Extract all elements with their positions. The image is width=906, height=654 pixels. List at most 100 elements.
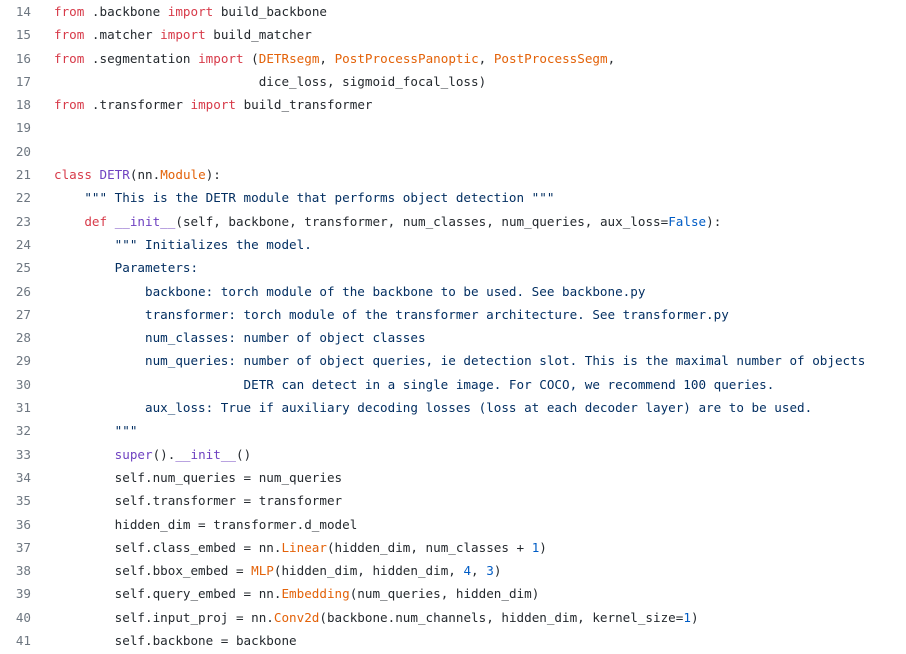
code-token: (num_queries, hidden_dim): [349, 586, 540, 602]
code-token: ): [690, 609, 699, 625]
code-line: 20: [0, 140, 906, 163]
code-token: import: [190, 97, 237, 113]
code-line: 22 """ This is the DETR module that perf…: [0, 186, 906, 209]
code-token: """: [54, 423, 138, 439]
line-number[interactable]: 25: [15, 260, 31, 276]
line-number[interactable]: 34: [15, 469, 31, 485]
line-number[interactable]: 35: [15, 493, 31, 509]
code-token: ,: [607, 50, 616, 66]
code-token: 1: [683, 609, 691, 625]
code-line: 27 transformer: torch module of the tran…: [0, 303, 906, 326]
code-token: .matcher: [84, 27, 161, 43]
line-number[interactable]: 21: [15, 167, 31, 183]
code-line: 39 self.query_embed = nn.Embedding(num_q…: [0, 582, 906, 605]
code-line: 33 super().__init__(): [0, 443, 906, 466]
code-token: ,: [478, 50, 494, 66]
code-token: MLP: [251, 563, 274, 579]
line-number[interactable]: 27: [15, 306, 31, 322]
code-token: __init__: [114, 213, 176, 229]
code-token: build_transformer: [236, 97, 373, 113]
line-number[interactable]: 17: [15, 73, 31, 89]
line-code: from .transformer import build_transform…: [54, 93, 372, 116]
code-token: Linear: [281, 539, 327, 555]
line-number[interactable]: 29: [15, 353, 31, 369]
line-number[interactable]: 33: [15, 446, 31, 462]
line-code: self.query_embed = nn.Embedding(num_quer…: [54, 582, 540, 605]
code-token: import: [198, 50, 244, 66]
code-line: 35 self.transformer = transformer: [0, 489, 906, 512]
code-line: 28 num_classes: number of object classes: [0, 326, 906, 349]
code-token: [92, 167, 100, 182]
code-token: Conv2d: [273, 609, 320, 625]
code-token: self.bbox_embed =: [54, 563, 252, 579]
code-line: 18 from .transformer import build_transfo…: [0, 93, 906, 116]
code-token: num_classes: number of object classes: [54, 330, 426, 346]
code-token: self.transformer = transformer: [54, 493, 343, 509]
code-token: from: [54, 50, 85, 66]
code-token: PostProcessPanoptic: [334, 50, 479, 66]
line-number[interactable]: 23: [15, 213, 31, 229]
line-number[interactable]: 36: [15, 516, 31, 532]
line-code: self.bbox_embed = MLP(hidden_dim, hidden…: [54, 559, 502, 582]
line-number[interactable]: 18: [15, 97, 31, 113]
code-token: def: [84, 213, 108, 229]
code-line: 37 self.class_embed = nn.Linear(hidden_d…: [0, 536, 906, 559]
line-code: aux_loss: True if auxiliary decoding los…: [54, 396, 812, 419]
line-number[interactable]: 19: [15, 120, 31, 136]
line-number[interactable]: 37: [15, 539, 31, 555]
line-number[interactable]: 14: [15, 4, 31, 19]
line-number[interactable]: 22: [15, 190, 31, 206]
line-number[interactable]: 32: [15, 423, 31, 439]
code-token: """ This is the DETR module that perform…: [54, 190, 555, 206]
code-token: [107, 214, 115, 229]
code-line: 36 hidden_dim = transformer.d_model: [0, 513, 906, 536]
code-token: Embedding: [281, 586, 350, 602]
code-line: 19: [0, 116, 906, 139]
code-token: ,: [319, 50, 335, 66]
line-number[interactable]: 26: [15, 283, 31, 299]
code-token: Module: [160, 167, 206, 183]
line-code: hidden_dim = transformer.d_model: [54, 513, 358, 536]
line-code: self.input_proj = nn.Conv2d(backbone.num…: [54, 606, 699, 629]
code-token: """ Initializes the model.: [54, 236, 312, 252]
code-token: ().: [152, 446, 176, 462]
line-number[interactable]: 31: [15, 400, 31, 416]
code-token: from: [54, 27, 85, 43]
line-code: num_classes: number of object classes: [54, 326, 426, 349]
code-line: 23 def __init__(self, backbone, transfor…: [0, 210, 906, 233]
line-code: class DETR(nn.Module):: [54, 163, 221, 186]
code-token: import: [167, 4, 214, 19]
line-code: """: [54, 419, 138, 442]
line-number[interactable]: 20: [15, 143, 31, 159]
line-number[interactable]: 28: [15, 330, 31, 346]
line-number[interactable]: 15: [15, 27, 31, 43]
line-number[interactable]: 40: [15, 609, 31, 625]
line-code: super().__init__(): [54, 443, 252, 466]
line-code: self.transformer = transformer: [54, 489, 342, 512]
code-token: (backbone.num_channels, hidden_dim, kern…: [319, 609, 684, 625]
code-token: Parameters:: [54, 260, 199, 276]
code-token: DETR can detect in a single image. For C…: [54, 376, 775, 392]
code-token: transformer: torch module of the transfo…: [54, 306, 729, 322]
code-token: (self, backbone, transformer, num_classe…: [175, 213, 669, 229]
line-number[interactable]: 38: [15, 563, 31, 579]
code-token: DETR: [99, 167, 130, 183]
code-token: self.query_embed = nn.: [54, 586, 282, 602]
code-line: 26 backbone: torch module of the backbon…: [0, 280, 906, 303]
code-token: ,: [471, 563, 487, 579]
line-number[interactable]: 16: [15, 50, 31, 66]
line-code: dice_loss, sigmoid_focal_loss): [54, 70, 486, 93]
code-token: [54, 214, 84, 229]
code-line: 30 DETR can detect in a single image. Fo…: [0, 373, 906, 396]
code-token: ):: [706, 213, 722, 229]
line-code: Parameters:: [54, 256, 198, 279]
code-token: from: [54, 97, 85, 113]
line-number[interactable]: 30: [15, 376, 31, 392]
line-number[interactable]: 39: [15, 586, 31, 602]
line-number[interactable]: 41: [15, 633, 31, 649]
code-token: __init__: [175, 446, 237, 462]
code-token: class: [54, 167, 92, 183]
line-code: transformer: torch module of the transfo…: [54, 303, 729, 326]
code-token: 3: [486, 563, 494, 579]
line-number[interactable]: 24: [15, 236, 31, 252]
